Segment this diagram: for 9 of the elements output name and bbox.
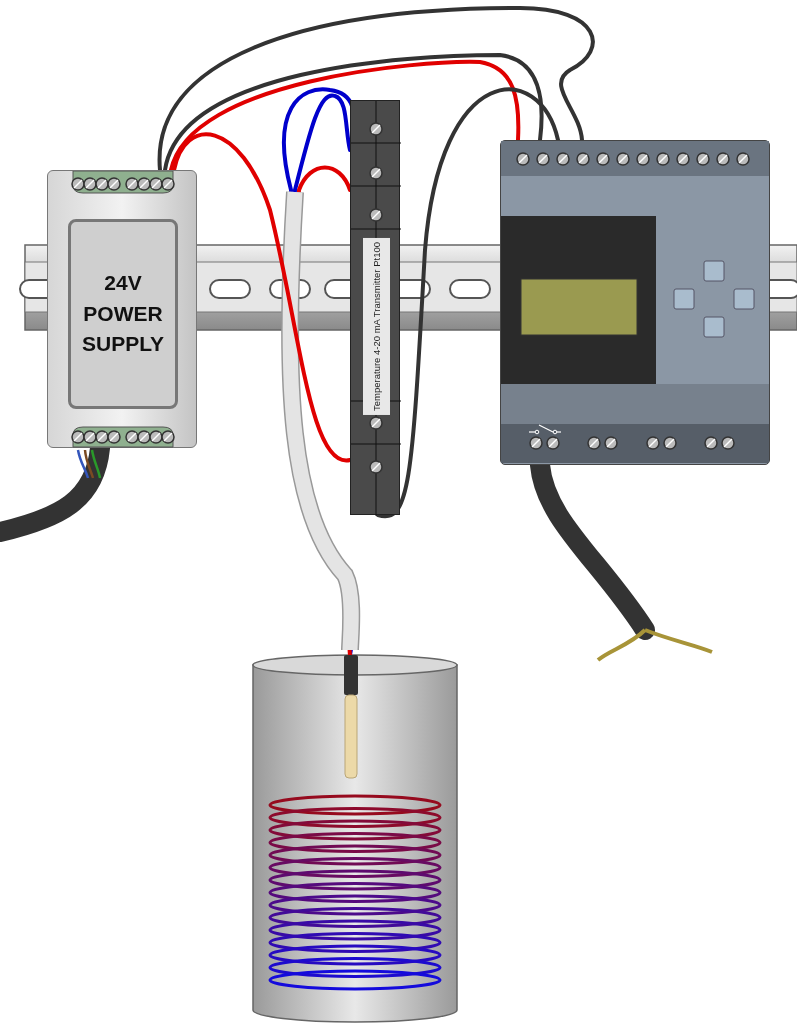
- device-label: 24V POWER SUPPLY: [80, 270, 166, 358]
- transmitter-module: [350, 100, 400, 515]
- wire: [158, 6, 595, 172]
- device-label: Temperature 4-20 mA Transmitter Pt100: [362, 237, 390, 415]
- plc-module: [500, 140, 770, 465]
- power-supply-module: [47, 170, 197, 448]
- wire: [172, 132, 352, 462]
- wire: [376, 87, 560, 519]
- temperature-probe: [343, 655, 359, 780]
